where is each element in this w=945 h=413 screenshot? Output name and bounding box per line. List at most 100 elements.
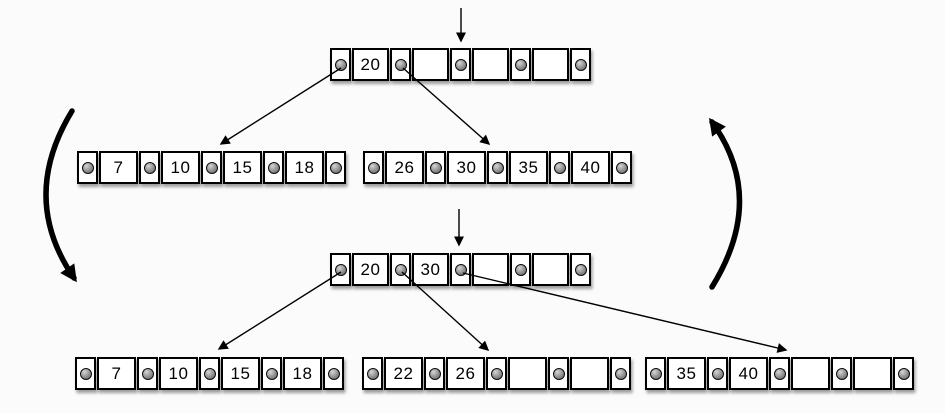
- pointer-dot-icon: [265, 367, 278, 380]
- key-cell: 20: [352, 253, 389, 286]
- btree-node-right-child-before: 26 30 35 40: [363, 151, 632, 184]
- pointer-dot-icon: [491, 161, 504, 174]
- pointer-dot-icon: [394, 58, 407, 71]
- key-cell: 26: [385, 151, 424, 184]
- transition-arrow-right-icon: [709, 117, 743, 290]
- key-cell: 20: [352, 48, 389, 81]
- child-pointer-arrow-before-left: [219, 67, 342, 145]
- btree-node-right-child-after: 35 40: [645, 357, 914, 390]
- pointer-dot-icon: [614, 367, 627, 380]
- btree-node-left-child-after: 7 10 15 18: [75, 357, 344, 390]
- pointer-dot-icon: [773, 367, 786, 380]
- pointer-cell: [390, 48, 411, 81]
- child-pointer-arrow-after-left: [217, 271, 342, 350]
- pointer-dot-icon: [79, 367, 92, 380]
- pointer-cell: [330, 253, 351, 286]
- pointer-cell: [510, 48, 531, 81]
- pointer-dot-icon: [574, 263, 587, 276]
- pointer-cell: [390, 253, 411, 286]
- pointer-dot-icon: [205, 161, 218, 174]
- key-cell: 18: [283, 357, 322, 390]
- pointer-dot-icon: [552, 367, 565, 380]
- pointer-cell: [487, 151, 508, 184]
- pointer-dot-icon: [454, 58, 467, 71]
- pointer-cell: [424, 357, 445, 390]
- pointer-dot-icon: [327, 367, 340, 380]
- key-cell: 40: [729, 357, 768, 390]
- key-cell: [472, 253, 509, 286]
- key-cell: 15: [223, 151, 262, 184]
- pointer-cell: [323, 357, 344, 390]
- pointer-cell: [645, 357, 666, 390]
- key-cell: 30: [447, 151, 486, 184]
- key-cell: 7: [99, 151, 138, 184]
- pointer-dot-icon: [574, 58, 587, 71]
- key-cell: [532, 48, 569, 81]
- pointer-dot-icon: [143, 161, 156, 174]
- pointer-cell: [199, 357, 220, 390]
- pointer-cell: [610, 357, 631, 390]
- pointer-dot-icon: [553, 161, 566, 174]
- key-cell: [570, 357, 609, 390]
- key-cell: [532, 253, 569, 286]
- pointer-dot-icon: [334, 58, 347, 71]
- pointer-dot-icon: [514, 263, 527, 276]
- pointer-dot-icon: [81, 161, 94, 174]
- key-cell: 7: [97, 357, 136, 390]
- key-cell: [853, 357, 892, 390]
- pointer-dot-icon: [454, 263, 467, 276]
- pointer-cell: [261, 357, 282, 390]
- key-cell: 15: [221, 357, 260, 390]
- key-cell: 40: [571, 151, 610, 184]
- pointer-cell: [77, 151, 98, 184]
- pointer-cell: [707, 357, 728, 390]
- key-cell: 10: [161, 151, 200, 184]
- pointer-cell: [570, 253, 591, 286]
- pointer-dot-icon: [329, 161, 342, 174]
- pointer-cell: [549, 151, 570, 184]
- pointer-dot-icon: [615, 161, 628, 174]
- pointer-cell: [139, 151, 160, 184]
- pointer-cell: [611, 151, 632, 184]
- pointer-cell: [201, 151, 222, 184]
- key-cell: [412, 48, 449, 81]
- pointer-dot-icon: [429, 161, 442, 174]
- pointer-cell: [325, 151, 346, 184]
- pointer-dot-icon: [897, 367, 910, 380]
- key-cell: 10: [159, 357, 198, 390]
- pointer-dot-icon: [428, 367, 441, 380]
- pointer-cell: [510, 253, 531, 286]
- key-cell: [472, 48, 509, 81]
- pointer-cell: [548, 357, 569, 390]
- pointer-cell: [831, 357, 852, 390]
- key-cell: 26: [446, 357, 485, 390]
- pointer-dot-icon: [203, 367, 216, 380]
- pointer-cell: [570, 48, 591, 81]
- key-cell: 35: [667, 357, 706, 390]
- transition-arrow-left-icon: [43, 108, 77, 283]
- pointer-cell: [450, 253, 471, 286]
- pointer-cell: [450, 48, 471, 81]
- key-cell: 35: [509, 151, 548, 184]
- pointer-dot-icon: [141, 367, 154, 380]
- pointer-cell: [769, 357, 790, 390]
- pointer-cell: [363, 151, 384, 184]
- pointer-cell: [137, 357, 158, 390]
- pointer-dot-icon: [649, 367, 662, 380]
- pointer-cell: [362, 357, 383, 390]
- pointer-cell: [330, 48, 351, 81]
- pointer-dot-icon: [366, 367, 379, 380]
- pointer-dot-icon: [334, 263, 347, 276]
- pointer-dot-icon: [711, 367, 724, 380]
- pointer-dot-icon: [267, 161, 280, 174]
- pointer-dot-icon: [367, 161, 380, 174]
- btree-node-root-before: 20: [330, 48, 591, 81]
- pointer-cell: [893, 357, 914, 390]
- pointer-dot-icon: [490, 367, 503, 380]
- pointer-cell: [75, 357, 96, 390]
- key-cell: [508, 357, 547, 390]
